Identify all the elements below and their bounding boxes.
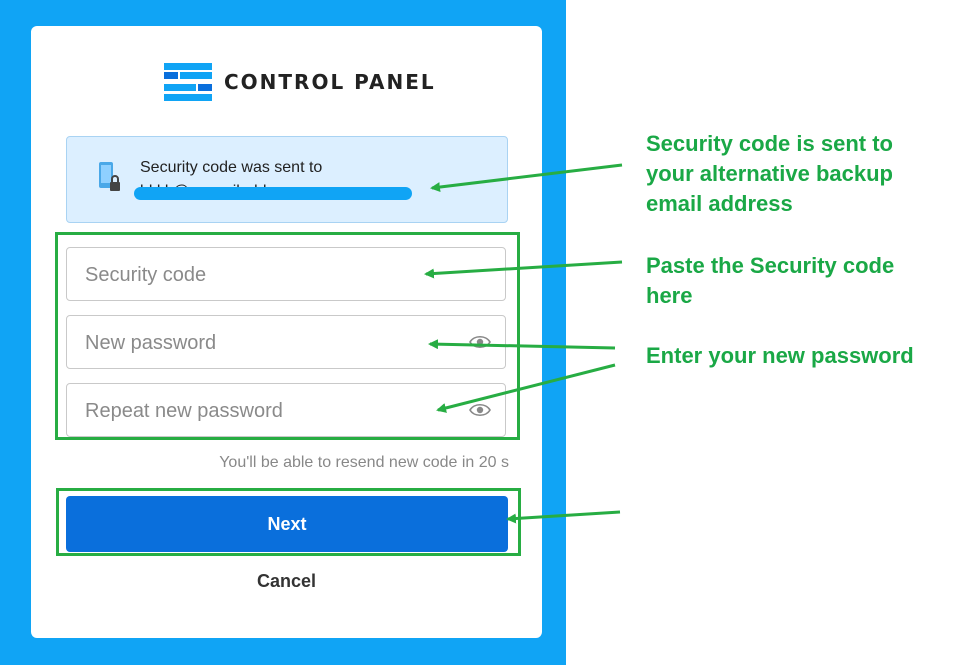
security-code-input[interactable]	[83, 248, 467, 302]
resend-countdown: You'll be able to resend new code in 20 …	[219, 454, 509, 471]
logo: CONTROL PANEL	[164, 62, 436, 102]
annotation-paste-code: Paste the Security code here	[646, 253, 895, 308]
fields-highlight-box	[55, 232, 520, 440]
info-label: Security code was sent to	[140, 159, 323, 176]
annotation-backup-email: Security code is sent to your alternativ…	[646, 131, 893, 216]
arrow-to-repeat-password	[436, 363, 616, 413]
next-button[interactable]: Next	[66, 496, 508, 552]
repeat-password-input[interactable]	[83, 384, 467, 438]
control-panel-logo-icon	[164, 63, 212, 101]
repeat-password-field[interactable]	[66, 383, 506, 438]
arrow-to-new-password	[428, 339, 616, 350]
annotation-new-password: Enter your new password	[646, 343, 914, 368]
phone-lock-icon	[99, 162, 120, 191]
eye-icon[interactable]	[469, 402, 491, 418]
arrow-to-info-box	[430, 163, 623, 193]
arrow-to-security-code	[424, 260, 623, 279]
logo-text: CONTROL PANEL	[224, 70, 436, 94]
arrow-to-next-button	[506, 510, 621, 524]
email-redaction-mark	[134, 187, 412, 200]
security-code-field[interactable]	[66, 247, 506, 302]
new-password-input[interactable]	[83, 316, 467, 370]
cancel-link[interactable]: Cancel	[256, 571, 317, 591]
security-code-info-box: Security code was sent to bkkk@mymailadd…	[66, 136, 508, 223]
reset-password-card: CONTROL PANEL Security code was sent to …	[31, 26, 542, 638]
next-button-highlight-box	[56, 488, 521, 556]
